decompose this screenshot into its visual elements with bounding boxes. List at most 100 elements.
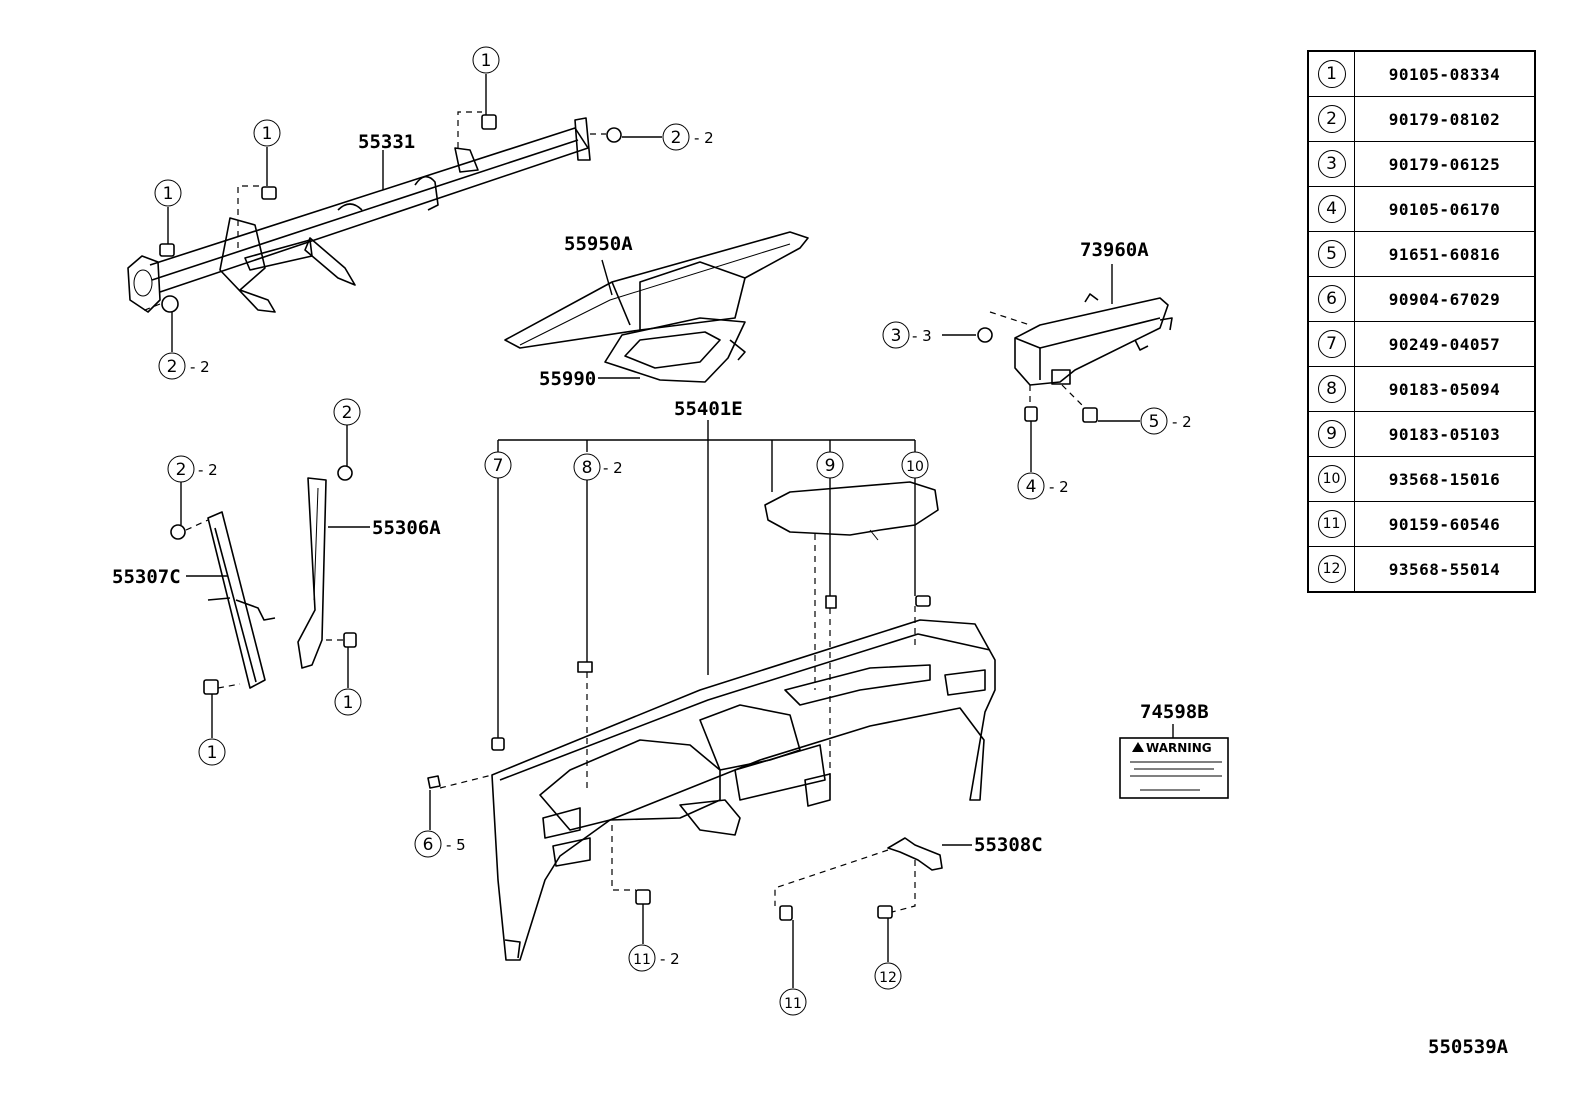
part-number-cell: 93568-15016 — [1354, 456, 1536, 502]
parts-table-row: 8 90183-05094 — [1307, 366, 1536, 412]
callout-1: 1 — [198, 738, 226, 766]
ref-number: 2 — [1317, 105, 1346, 133]
ref-number: 9 — [1317, 420, 1346, 448]
ref-number: 10 — [1317, 465, 1346, 493]
part-number-cell: 93568-55014 — [1354, 546, 1536, 593]
callout-2: 2 — [333, 398, 361, 426]
warning-triangle-icon — [1132, 742, 1144, 752]
svg-text:11: 11 — [633, 952, 651, 968]
svg-text:1: 1 — [207, 743, 218, 763]
part-number-cell: 90159-60546 — [1354, 501, 1536, 547]
ref-number-cell: 6 — [1307, 276, 1355, 322]
diagram-code: 550539A — [1428, 1036, 1509, 1058]
part-number-cell: 90105-06170 — [1354, 186, 1536, 232]
svg-text:12: 12 — [879, 970, 897, 986]
svg-text:1: 1 — [163, 184, 174, 204]
svg-text:8: 8 — [582, 458, 593, 478]
svg-text:- 2: - 2 — [1049, 478, 1069, 496]
airbag-73960A — [1014, 293, 1173, 386]
part-number-cell: 90105-08334 — [1354, 50, 1536, 97]
part-label-55307C: 55307C — [112, 566, 181, 588]
ref-number: 8 — [1317, 375, 1346, 403]
ref-number-cell: 2 — [1307, 96, 1355, 142]
ref-number-cell: 11 — [1307, 501, 1355, 547]
parts-table-row: 10 93568-15016 — [1307, 456, 1536, 502]
ref-number-cell: 4 — [1307, 186, 1355, 232]
svg-text:- 2: - 2 — [660, 950, 680, 968]
ref-number-cell: 7 — [1307, 321, 1355, 367]
callout-1: 1 — [472, 46, 500, 74]
svg-text:- 2: - 2 — [603, 459, 623, 477]
ref-number: 1 — [1317, 60, 1346, 88]
svg-text:1: 1 — [343, 693, 354, 713]
ref-number-cell: 3 — [1307, 141, 1355, 187]
part-number-cell: 90183-05094 — [1354, 366, 1536, 412]
svg-text:- 3: - 3 — [912, 327, 932, 345]
callout-2: 2 - 2 — [167, 455, 218, 483]
svg-text:WARNING: WARNING — [1146, 741, 1212, 755]
callout-5: 5 - 2 — [1140, 407, 1192, 435]
svg-text:1: 1 — [262, 124, 273, 144]
callout-1: 1 — [154, 179, 182, 207]
part-label-74598B: 74598B — [1140, 701, 1209, 723]
ref-number: 6 — [1317, 285, 1346, 313]
svg-text:2: 2 — [671, 128, 682, 148]
callout-12: 12 — [874, 962, 902, 990]
svg-text:4: 4 — [1026, 477, 1037, 497]
callout-7: 7 — [484, 451, 512, 479]
svg-text:9: 9 — [825, 456, 836, 476]
part-label-55306A: 55306A — [372, 517, 441, 539]
svg-text:2: 2 — [176, 460, 187, 480]
ref-number-cell: 8 — [1307, 366, 1355, 412]
instrument-panel-55401E — [491, 619, 996, 961]
svg-text:- 2: - 2 — [198, 461, 218, 479]
svg-text:2: 2 — [167, 357, 178, 377]
part-number-cell: 90904-67029 — [1354, 276, 1536, 322]
svg-text:- 5: - 5 — [446, 836, 466, 854]
callout-2: 2 - 2 — [158, 352, 210, 380]
duct-55950A — [504, 231, 809, 349]
fastener-icon — [427, 595, 931, 905]
svg-text:- 2: - 2 — [190, 358, 210, 376]
parts-table-row: 1 90105-08334 — [1307, 50, 1536, 97]
callout-6: 6 - 5 — [414, 830, 466, 858]
parts-table-row: 5 91651-60816 — [1307, 231, 1536, 277]
glove-box-lid — [764, 481, 939, 541]
brace-55307C — [170, 511, 276, 695]
ref-number: 12 — [1317, 555, 1346, 583]
ref-number-cell: 12 — [1307, 546, 1355, 593]
bolt-icon — [1024, 406, 1098, 423]
callout-1: 1 — [253, 119, 281, 147]
callout-4: 4 - 2 — [1017, 472, 1069, 500]
svg-text:7: 7 — [493, 456, 504, 476]
callout-3: 3 - 3 — [882, 321, 932, 349]
svg-text:- 2: - 2 — [694, 129, 714, 147]
part-number-cell: 90179-08102 — [1354, 96, 1536, 142]
svg-text:11: 11 — [784, 996, 802, 1012]
ref-number: 5 — [1317, 240, 1346, 268]
part-number-cell: 91651-60816 — [1354, 231, 1536, 277]
nut-icon — [977, 327, 993, 343]
callout-1: 1 — [334, 688, 362, 716]
callout-11: 11 - 2 — [628, 944, 680, 972]
svg-text:2: 2 — [342, 403, 353, 423]
bolt-icon — [159, 114, 622, 313]
ref-number-cell: 10 — [1307, 456, 1355, 502]
beam-55331 — [127, 117, 591, 313]
part-label-55950A: 55950A — [564, 233, 633, 255]
callout-10: 10 — [901, 451, 929, 479]
ref-number-cell: 9 — [1307, 411, 1355, 457]
svg-text:6: 6 — [423, 835, 434, 855]
svg-text:3: 3 — [891, 326, 902, 346]
part-number-cell: 90249-04057 — [1354, 321, 1536, 367]
part-label-55990: 55990 — [539, 368, 596, 390]
svg-text:1: 1 — [481, 51, 492, 71]
callout-8: 8 - 2 — [573, 453, 623, 481]
svg-text:10: 10 — [906, 459, 924, 475]
part-label-55401E: 55401E — [674, 398, 743, 420]
svg-text:5: 5 — [1149, 412, 1160, 432]
